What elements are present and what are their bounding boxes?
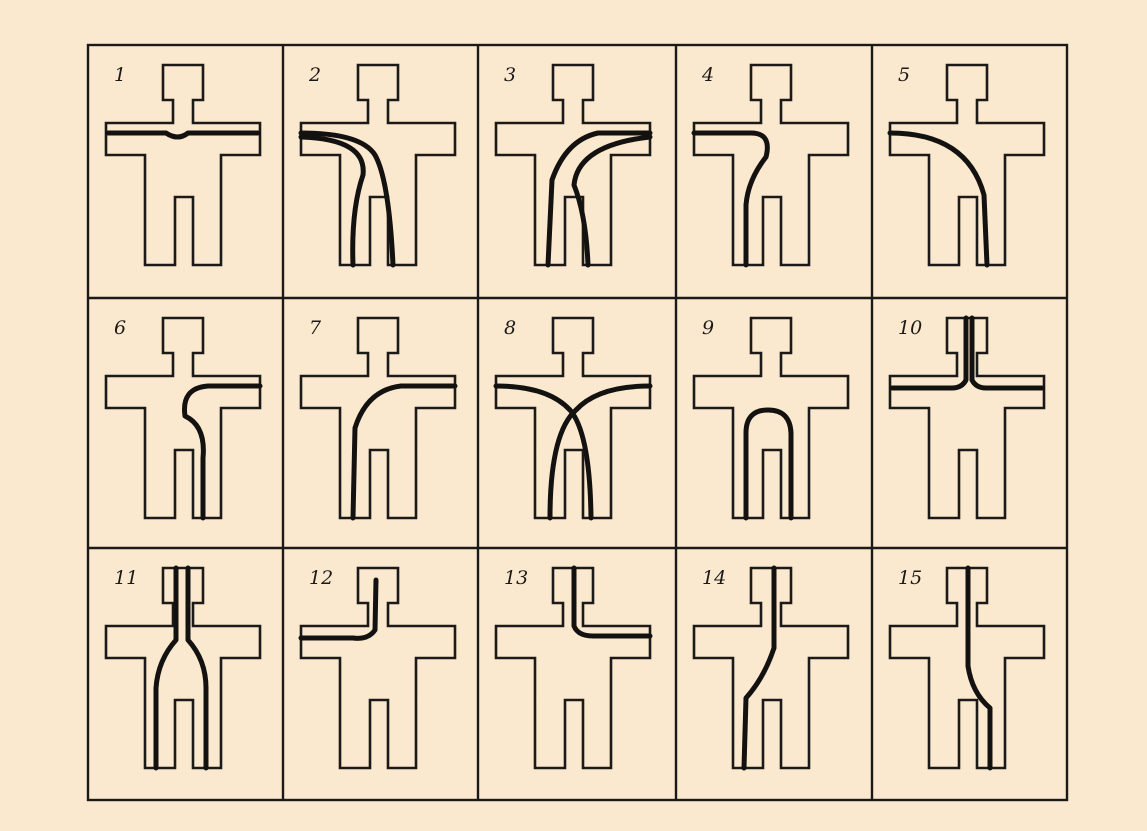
- panel-number: 10: [898, 317, 922, 339]
- panel-number: 12: [309, 567, 333, 589]
- panel: 8: [496, 317, 650, 518]
- conduction-path: [744, 568, 774, 768]
- panel: 10: [890, 317, 1044, 518]
- panel: 15: [890, 567, 1044, 768]
- conduction-path: [746, 410, 791, 518]
- panel: 14: [694, 567, 848, 768]
- body-outline: [694, 318, 848, 518]
- body-outline: [106, 65, 260, 265]
- conduction-path: [301, 133, 393, 265]
- panel-number: 4: [701, 64, 714, 86]
- panel-number: 11: [114, 567, 138, 589]
- body-outline: [106, 568, 260, 768]
- panel-number: 15: [898, 567, 922, 589]
- panel-number: 1: [114, 64, 126, 86]
- panel-number: 5: [898, 64, 910, 86]
- panel: 2: [301, 64, 455, 265]
- panel: 12: [301, 567, 455, 768]
- conduction-path: [890, 133, 987, 265]
- conduction-path: [156, 568, 176, 768]
- conduction-path: [694, 133, 767, 265]
- panel: 7: [301, 317, 455, 518]
- body-outline: [106, 318, 260, 518]
- conduction-path: [353, 386, 455, 518]
- panel-number: 9: [702, 317, 714, 339]
- body-outline: [694, 568, 848, 768]
- panel-number: 8: [504, 317, 516, 339]
- body-outline: [694, 65, 848, 265]
- body-outline: [301, 318, 455, 518]
- panel-number: 3: [504, 64, 516, 86]
- panel-number: 7: [309, 317, 322, 339]
- panel: 4: [694, 64, 848, 265]
- panel: 9: [694, 317, 848, 518]
- panel-number: 2: [308, 64, 321, 86]
- body-outline: [496, 65, 650, 265]
- panel-number: 6: [114, 317, 126, 339]
- panel: 5: [890, 64, 1044, 265]
- panel: 11: [106, 567, 260, 768]
- panel-number: 13: [504, 567, 528, 589]
- panel: 1: [106, 64, 260, 265]
- conduction-path: [108, 133, 258, 137]
- panel: 3: [496, 64, 650, 265]
- panel: 13: [496, 567, 650, 768]
- panel-number: 14: [702, 567, 726, 589]
- panel: 6: [106, 317, 260, 518]
